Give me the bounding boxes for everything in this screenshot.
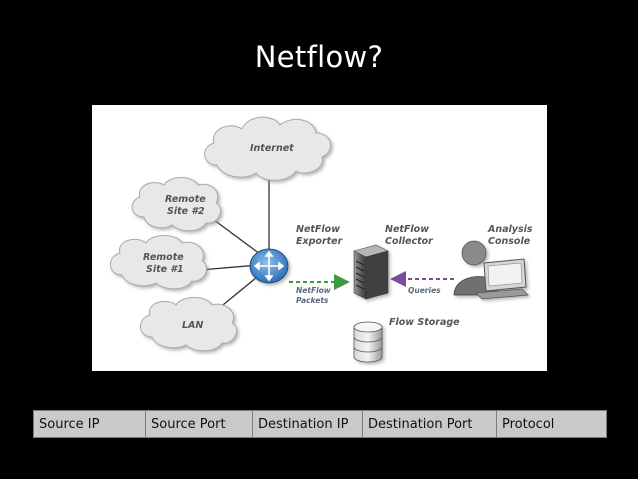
console-label-line1: Analysis xyxy=(487,224,533,235)
remote-site-2-label-line2: Site #2 xyxy=(167,206,205,217)
field-source-port: Source Port xyxy=(146,411,253,437)
queries-label: Queries xyxy=(408,286,441,295)
router-icon xyxy=(249,248,289,284)
lan-cloud xyxy=(140,297,237,352)
analysis-console-icon xyxy=(453,240,529,300)
field-destination-port: Destination Port xyxy=(363,411,497,437)
remote-site-1-cloud xyxy=(110,235,207,290)
field-source-ip: Source IP xyxy=(34,411,146,437)
remote-site-2-label-line1: Remote xyxy=(165,194,206,205)
netflow-fields-table: Source IP Source Port Destination IP Des… xyxy=(33,410,607,438)
exporter-label-line1: NetFlow xyxy=(296,224,340,235)
collector-label-line2: Collector xyxy=(385,236,434,247)
slide-title: Netflow? xyxy=(254,40,384,74)
server-icon xyxy=(353,244,389,300)
exporter-label-line2: Exporter xyxy=(296,236,344,247)
field-destination-ip: Destination IP xyxy=(253,411,363,437)
remote-site-2-cloud xyxy=(131,177,221,232)
field-protocol: Protocol xyxy=(502,416,555,432)
netflow-packets-label-line1: NetFlow xyxy=(296,286,331,295)
internet-cloud xyxy=(204,116,331,181)
remote-site-1-label-line1: Remote xyxy=(143,252,184,263)
collector-label-line1: NetFlow xyxy=(385,224,429,235)
netflow-packets-label-line2: Packets xyxy=(296,296,329,305)
netflow-diagram: Internet Remote Site #2 Remote Site #1 L… xyxy=(92,105,547,371)
internet-label: Internet xyxy=(250,143,294,154)
flow-storage-label: Flow Storage xyxy=(389,317,460,328)
lan-label: LAN xyxy=(182,320,203,331)
database-icon xyxy=(353,321,383,363)
console-label-line2: Console xyxy=(488,236,531,247)
remote-site-1-label-line2: Site #1 xyxy=(146,264,184,275)
